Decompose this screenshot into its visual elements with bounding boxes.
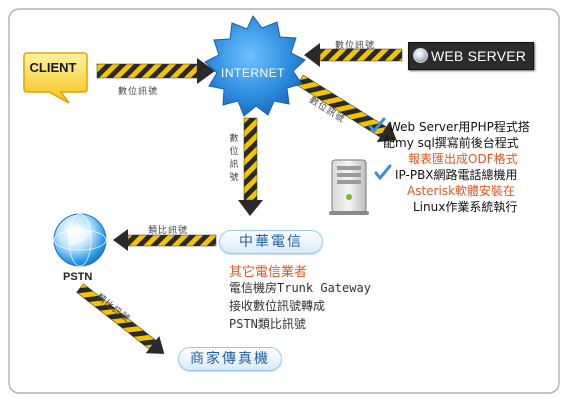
web-server-dot-icon xyxy=(413,48,428,63)
client-bubble-icon xyxy=(23,52,88,104)
server-note-4: IP-PBX網路電話總機用 xyxy=(395,168,518,182)
edge-label-client-internet: 數位訊號 xyxy=(118,87,159,97)
check-icon xyxy=(374,164,392,181)
web-server-label: WEB SERVER xyxy=(431,48,527,64)
arrow-webserver-to-internet xyxy=(304,43,403,67)
edge-label-web-to-internet: 數位訊號 xyxy=(335,41,376,51)
client-label: CLIENT xyxy=(29,60,77,75)
carrier-note-1: 其它電信業者 xyxy=(229,265,308,280)
diagram-frame xyxy=(8,8,560,394)
arrow-pstn-to-fax xyxy=(76,283,165,354)
chunghwa-node: 中華電信 xyxy=(219,230,323,254)
server-note-2: 配my sql撰寫前後台程式 xyxy=(383,136,519,150)
internet-label: INTERNET xyxy=(221,66,285,80)
web-server-badge xyxy=(408,42,534,70)
pstn-label: PSTN xyxy=(63,271,93,283)
arrow-internet-to-chunghwa xyxy=(238,117,263,216)
server-note-5: Asterisk軟體安裝在 xyxy=(407,184,516,198)
carrier-note-3: 接收數位訊號轉成 xyxy=(229,299,326,313)
edge-label-internet-to-chunghwa: 數位訊號 xyxy=(229,134,239,183)
server-note-6: Linux作業系統執行 xyxy=(413,200,518,214)
server-note-3: 報表匯出成ODF格式 xyxy=(408,152,518,166)
fax-node: 商家傳真機 xyxy=(178,347,282,371)
edge-label-chunghwa-to-pstn: 類比訊號 xyxy=(148,226,189,236)
arrow-internet-to-server xyxy=(296,74,397,143)
arrow-client-to-internet xyxy=(96,58,215,84)
internet-cloud-icon xyxy=(204,15,306,117)
carrier-note-4: PSTN類比訊號 xyxy=(229,317,306,331)
pstn-globe-icon xyxy=(53,213,107,267)
server-note-1: Web Server用PHP程式搭 xyxy=(389,120,530,134)
check-icon xyxy=(368,117,386,134)
server-tower-icon xyxy=(329,159,369,215)
carrier-note-2: 電信機房Trunk Gateway xyxy=(229,281,371,295)
arrow-chunghwa-to-pstn xyxy=(113,229,217,251)
